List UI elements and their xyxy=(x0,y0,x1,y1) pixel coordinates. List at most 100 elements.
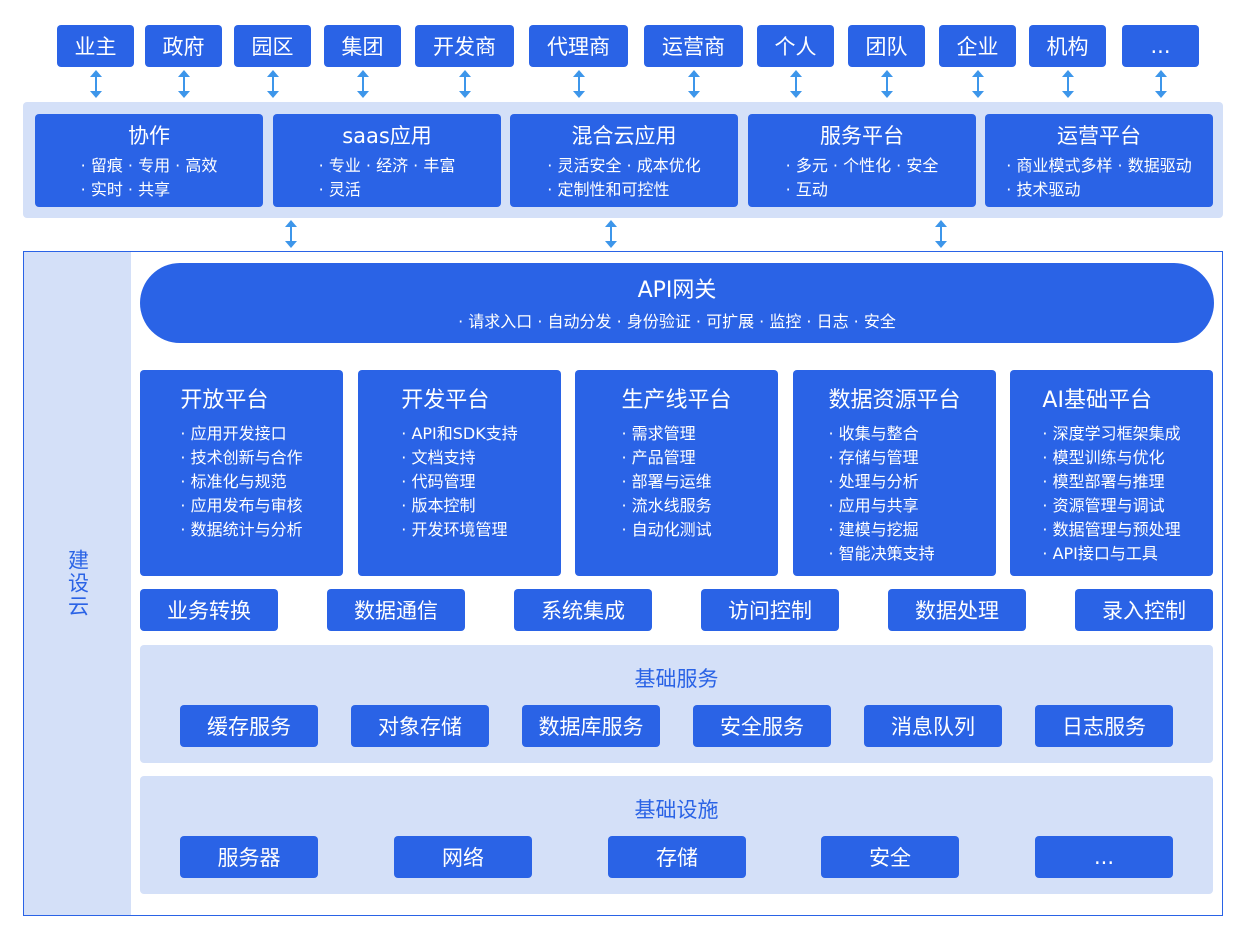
platform-feature: · 收集与整合 xyxy=(828,424,919,443)
app-card-4: 服务平台 · 多元 · 个性化 · 安全 · 互动 xyxy=(748,114,976,207)
platform-feature: · 存储与管理 xyxy=(828,448,919,467)
platform-feature: · 部署与运维 xyxy=(621,472,712,491)
bidirectional-arrow-icon xyxy=(266,70,279,98)
stakeholder-9: 团队 xyxy=(848,25,925,67)
base-service-4: 安全服务 xyxy=(693,705,831,747)
stakeholder-7: 运营商 xyxy=(644,25,743,67)
infrastructure-item-4: 安全 xyxy=(821,836,959,878)
bidirectional-arrow-icon xyxy=(789,70,802,98)
platform-feature: · 模型部署与推理 xyxy=(1042,472,1165,491)
capability-1: 业务转换 xyxy=(140,589,278,631)
stakeholder-8: 个人 xyxy=(757,25,834,67)
platform-feature: · 流水线服务 xyxy=(621,496,712,515)
platform-feature: · 标准化与规范 xyxy=(180,472,287,491)
app-feature: · 商业模式多样 · 数据驱动 xyxy=(1006,156,1192,175)
platform-feature: · API和SDK支持 xyxy=(401,424,518,443)
bidirectional-arrow-icon xyxy=(971,70,984,98)
platform-feature: · 深度学习框架集成 xyxy=(1042,424,1181,443)
sidebar: 建设云 xyxy=(24,252,131,915)
platform-feature: · 产品管理 xyxy=(621,448,696,467)
platform-card-4: 数据资源平台 · 收集与整合 · 存储与管理 · 处理与分析 · 应用与共享 · 建模与挖… xyxy=(793,370,996,576)
platform-feature: · 自动化测试 xyxy=(621,520,712,539)
base-service-2: 对象存储 xyxy=(351,705,489,747)
api-gateway: API网关 · 请求入口 · 自动分发 · 身份验证 · 可扩展 · 监控 · … xyxy=(140,263,1214,343)
platform-feature: · 文档支持 xyxy=(401,448,476,467)
bidirectional-arrow-icon xyxy=(935,220,947,248)
base-service-6: 日志服务 xyxy=(1035,705,1173,747)
platform-feature: · 处理与分析 xyxy=(828,472,919,491)
stakeholder-12: ... xyxy=(1122,25,1199,67)
platform-feature: · 应用开发接口 xyxy=(180,424,287,443)
base-service-1: 缓存服务 xyxy=(180,705,318,747)
app-card-2: saas应用 · 专业 · 经济 · 丰富 · 灵活 xyxy=(273,114,501,207)
stakeholder-2: 政府 xyxy=(145,25,222,67)
platform-feature: · 代码管理 xyxy=(401,472,476,491)
platform-feature: · 模型训练与优化 xyxy=(1042,448,1165,467)
infrastructure-item-1: 服务器 xyxy=(180,836,318,878)
base-service-3: 数据库服务 xyxy=(522,705,660,747)
bidirectional-arrow-icon xyxy=(1061,70,1074,98)
infrastructure-item-3: 存储 xyxy=(608,836,746,878)
platform-card-1: 开放平台· 应用开发接口· 技术创新与合作· 标准化与规范· 应用发布与审核· … xyxy=(140,370,343,576)
platform-feature: · 数据统计与分析 xyxy=(180,520,303,539)
platform-feature: · 数据管理与预处理 xyxy=(1042,520,1181,539)
app-card-title: 运营平台 xyxy=(1057,124,1141,148)
bidirectional-arrow-icon xyxy=(1154,70,1167,98)
stakeholder-5: 开发商 xyxy=(415,25,514,67)
platform-feature: · 需求管理 xyxy=(621,424,696,443)
platform-title: 生产线平台 xyxy=(621,388,732,413)
api-gateway-features: · 请求入口 · 自动分发 · 身份验证 · 可扩展 · 监控 · 日志 · 安… xyxy=(458,312,896,331)
capability-5: 数据处理 xyxy=(888,589,1026,631)
base-services-panel: 基础服务 xyxy=(140,645,1213,763)
stakeholder-3: 园区 xyxy=(234,25,311,67)
infrastructure-title: 基础设施 xyxy=(634,798,719,822)
platform-feature: · 建模与挖掘 xyxy=(828,520,919,539)
app-card-title: 混合云应用 xyxy=(571,124,677,148)
stakeholder-11: 机构 xyxy=(1029,25,1106,67)
platform-feature: · 资源管理与调试 xyxy=(1042,496,1165,515)
app-feature: · 灵活 xyxy=(318,180,361,199)
infrastructure-item-2: 网络 xyxy=(394,836,532,878)
bidirectional-arrow-icon xyxy=(572,70,585,98)
bidirectional-arrow-icon xyxy=(89,70,102,98)
app-card-title: saas应用 xyxy=(342,124,432,148)
capability-3: 系统集成 xyxy=(514,589,652,631)
app-feature: · 灵活安全 · 成本优化 xyxy=(547,156,701,175)
platform-feature: · 版本控制 xyxy=(401,496,476,515)
api-gateway-title: API网关 xyxy=(637,278,717,303)
app-card-3: 混合云应用 · 灵活安全 · 成本优化 · 定制性和可控性 xyxy=(510,114,738,207)
stakeholder-6: 代理商 xyxy=(529,25,628,67)
platform-card-3: 生产线平台 · 需求管理 · 产品管理 · 部署与运维 · 流水线服务 · 自动化测试 xyxy=(575,370,778,576)
bidirectional-arrow-icon xyxy=(458,70,471,98)
platform-feature: · 智能决策支持 xyxy=(828,544,935,563)
platform-title: 开发平台 xyxy=(401,388,490,413)
platform-feature: · 应用发布与审核 xyxy=(180,496,303,515)
app-feature: · 多元 · 个性化 · 安全 xyxy=(785,156,939,175)
app-feature: · 技术驱动 xyxy=(1006,180,1081,199)
app-card-1: 协作· 留痕 · 专用 · 高效· 实时 · 共享 xyxy=(35,114,263,207)
platform-title: 开放平台 xyxy=(180,388,269,413)
app-card-title: 协作 xyxy=(128,124,170,148)
platform-feature: · 应用与共享 xyxy=(828,496,919,515)
app-feature: · 实时 · 共享 xyxy=(80,180,171,199)
bidirectional-arrow-icon xyxy=(356,70,369,98)
bidirectional-arrow-icon xyxy=(605,220,617,248)
platform-feature: · API接口与工具 xyxy=(1042,544,1158,563)
app-card-title: 服务平台 xyxy=(820,124,904,148)
stakeholder-1: 业主 xyxy=(57,25,134,67)
bidirectional-arrow-icon xyxy=(285,220,297,248)
construction-cloud-container xyxy=(23,251,1223,916)
platform-title: 数据资源平台 xyxy=(828,388,961,413)
app-feature: · 专业 · 经济 · 丰富 xyxy=(318,156,456,175)
capability-2: 数据通信 xyxy=(327,589,465,631)
app-feature: · 互动 xyxy=(785,180,828,199)
infrastructure-item-5: ... xyxy=(1035,836,1173,878)
stakeholder-4: 集团 xyxy=(324,25,401,67)
app-feature: · 定制性和可控性 xyxy=(547,180,670,199)
app-card-5: 运营平台 · 商业模式多样 · 数据驱动 · 技术驱动 xyxy=(985,114,1213,207)
bidirectional-arrow-icon xyxy=(687,70,700,98)
platform-card-2: 开发平台· API和SDK支持· 文档支持· 代码管理· 版本控制· 开发环境管… xyxy=(358,370,561,576)
bidirectional-arrow-icon xyxy=(880,70,893,98)
stakeholder-10: 企业 xyxy=(939,25,1016,67)
